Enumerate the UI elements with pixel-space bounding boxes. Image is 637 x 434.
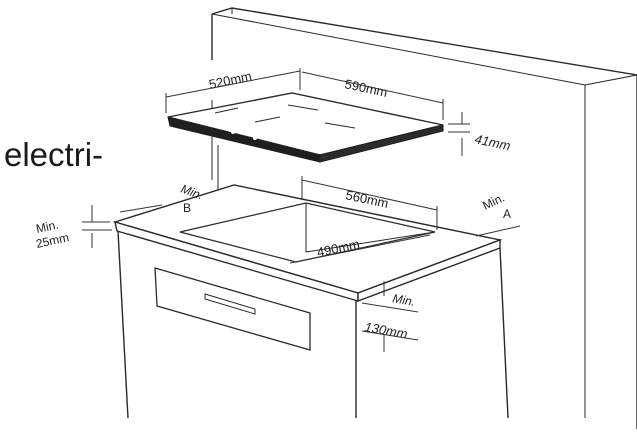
labels: 520mm 590mm 41mm 560mm 490mm Min. B Min.… — [35, 68, 512, 341]
cutout-width-label: 560mm — [344, 187, 390, 211]
hob-height-label: 41mm — [473, 131, 512, 153]
min-25-label-bottom: 25mm — [35, 230, 71, 251]
min-25-label-top: Min. — [35, 218, 60, 236]
side-text: electri- — [4, 136, 104, 173]
worktop — [112, 184, 503, 303]
cutout-dimensions — [82, 176, 521, 264]
hob — [167, 92, 444, 163]
min-front-label: Min. — [391, 291, 416, 309]
gap-130-label: 130mm — [363, 319, 408, 341]
cabinet — [117, 230, 509, 419]
min-b-label-bottom: B — [183, 201, 191, 215]
hob-width-label: 590mm — [343, 76, 389, 100]
min-b-label-top: Min. — [179, 182, 205, 203]
hob-depth-label: 520mm — [208, 68, 254, 92]
hob-dimensions — [165, 68, 470, 195]
min-a-label-bottom: A — [503, 207, 511, 221]
